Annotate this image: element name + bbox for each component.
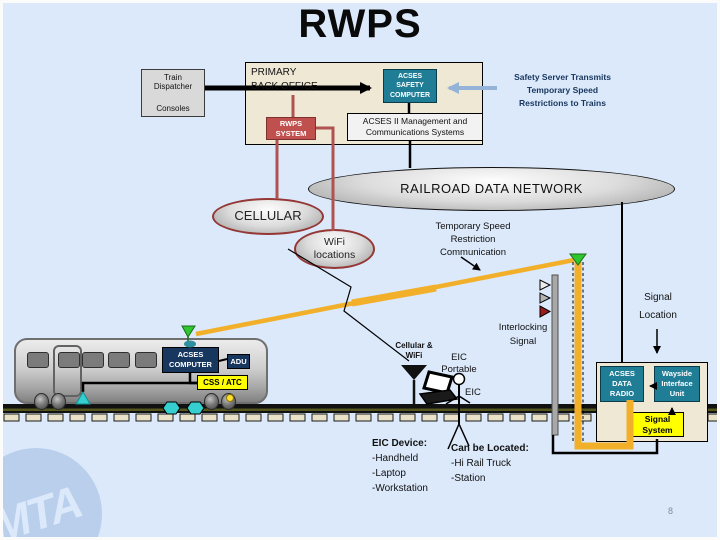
adu-box: ADU [227, 354, 250, 369]
signal-location-note: Signal Location [628, 292, 688, 321]
consoles-label: Consoles [156, 104, 190, 113]
can-be-located-item: -Station [451, 473, 486, 484]
signal-aspect-red-icon [539, 305, 552, 318]
cellular-wifi-note: Cellular & WiFi [395, 341, 433, 360]
train-wheel [204, 393, 219, 410]
acses-data-radio-box: ACSES DATA RADIO [600, 366, 644, 402]
train-window [108, 352, 130, 368]
safety-server-note: Safety Server Transmits Temporary Speed … [514, 72, 611, 109]
css-atc-box: CSS / ATC [197, 375, 248, 390]
can-be-located-header: Can be Located: [451, 443, 529, 454]
signal-system-box: Signal System [631, 412, 684, 437]
eic-device-item: -Laptop [372, 468, 406, 479]
eic-device-header: EIC Device: [372, 438, 428, 449]
can-be-located-list: Can be Located: -Hi Rail Truck -Station [451, 441, 529, 486]
acses-ii-management-box: ACSES II Management and Communications S… [347, 113, 483, 141]
wifi-locations-ellipse: WiFi locations [294, 229, 375, 269]
eic-device-item: -Handheld [372, 453, 419, 464]
eic-person-arm [445, 395, 460, 405]
pole-antenna-icon [569, 253, 587, 266]
mta-logo-watermark: MTA [0, 448, 102, 540]
tsr-communication-note: Temporary Speed Restriction Communicatio… [435, 221, 511, 258]
train-door [53, 345, 82, 397]
train-dispatcher-box: Train Dispatcher Consoles [141, 69, 205, 117]
rwps-system-box: RWPS SYSTEM [266, 117, 316, 140]
eic-device-item: -Workstation [372, 483, 428, 494]
railroad-data-network-ellipse: RAILROAD DATA NETWORK [308, 167, 675, 211]
wayside-interface-unit-box: Wayside Interface Unit [654, 366, 700, 402]
signal-aspect-icon [539, 292, 552, 304]
signal-location-line2: Location [639, 310, 677, 321]
primary-back-office-label: PRIMARY BACK OFFICE [251, 67, 318, 92]
train-window [135, 352, 157, 368]
mta-logo-text: MTA [0, 475, 87, 540]
page-number: 8 [668, 506, 674, 516]
signal-aspect-icon [539, 279, 552, 291]
laptop-base-icon [418, 389, 459, 405]
train-wheel [221, 393, 236, 410]
interlocking-signal-note: Interlocking Signal [498, 322, 548, 347]
can-be-located-item: -Hi Rail Truck [451, 458, 512, 469]
train-window [27, 352, 49, 368]
eic-portable-note: EIC Portable [441, 352, 477, 376]
acses-safety-computer-box: ACSES SAFETY COMPUTER [383, 69, 437, 103]
trackside-antenna-icon [401, 365, 427, 380]
cellular-ellipse: CELLULAR [212, 198, 324, 235]
train-wheel [34, 393, 49, 410]
interlocking-signal-mast [551, 274, 559, 436]
eic-note: EIC [465, 387, 481, 398]
eic-device-list: EIC Device: -Handheld -Laptop -Workstati… [372, 436, 428, 496]
train-graphic [14, 336, 268, 410]
gold-radio-link-short-line [351, 284, 437, 307]
acses-computer-box: ACSES COMPUTER [162, 347, 219, 373]
train-dispatcher-label: Train Dispatcher [153, 73, 193, 91]
page-title: RWPS [298, 2, 422, 46]
signal-location-line1: Signal [644, 292, 672, 303]
train-window [58, 352, 80, 368]
train-window [82, 352, 104, 368]
train-wheel [51, 393, 66, 410]
